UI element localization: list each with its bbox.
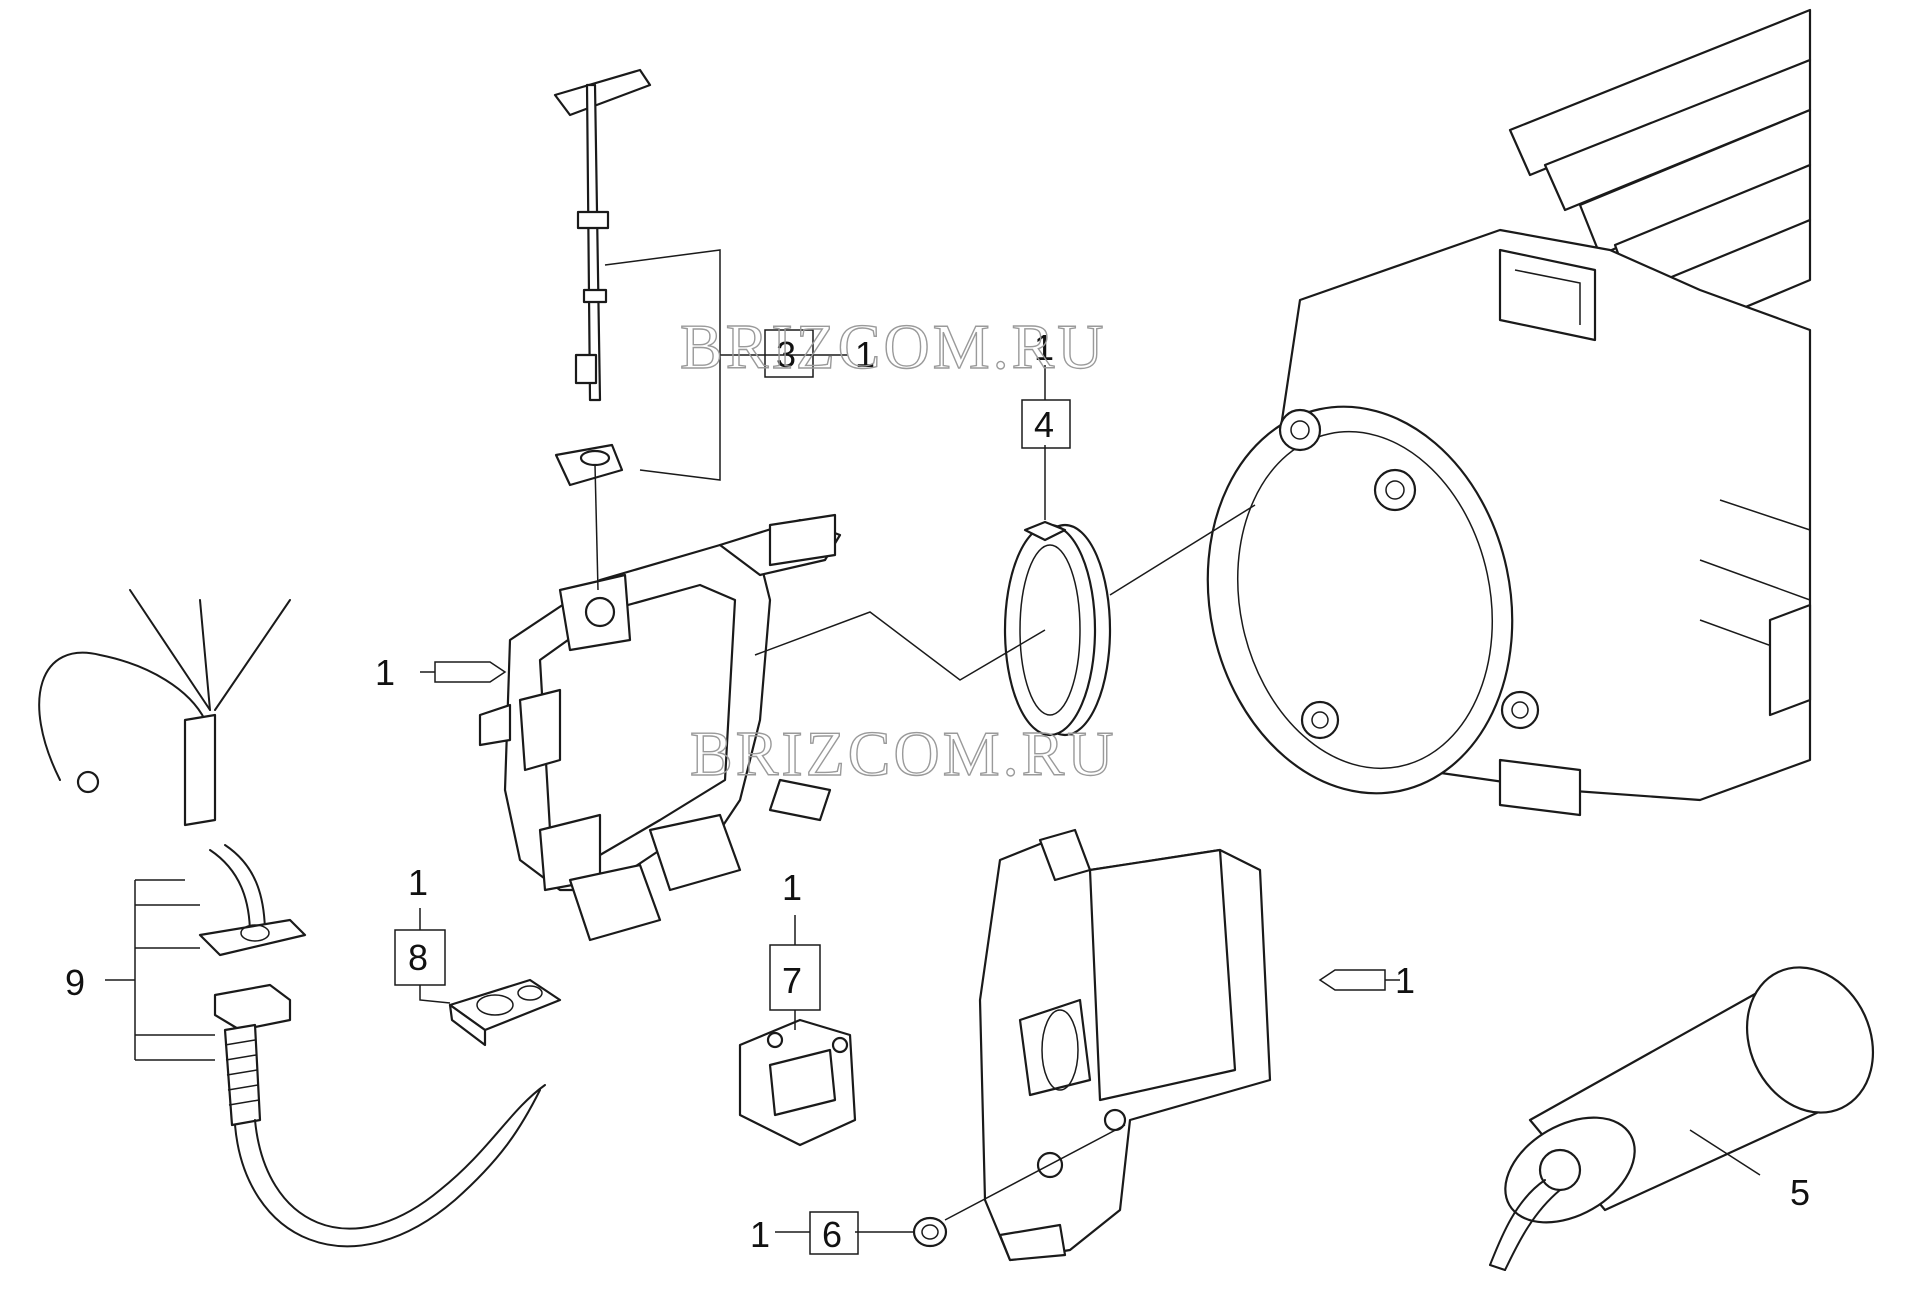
ring-seal	[1003, 520, 1112, 737]
callout-7-qty: 1	[782, 867, 802, 908]
callout-boxes	[394, 329, 1071, 1255]
callout-3: 3	[776, 334, 796, 375]
switch-housing-bracket	[478, 513, 842, 942]
callout-4-qty: 1	[1034, 327, 1054, 368]
callout-8: 8	[408, 937, 428, 978]
callout-3-qty: 1	[855, 334, 875, 375]
watermark-bottom: BRIZCOM.RU	[690, 718, 1117, 789]
switch-module	[978, 828, 1272, 1262]
capacitor	[1489, 966, 1875, 1271]
callout-6-qty: 1	[750, 1214, 770, 1255]
power-cable-assembly	[38, 589, 546, 1248]
callout-9: 9	[65, 962, 85, 1003]
callout-labels: 3 1 4 1 1 1 5 6 1 7 1 8 1 9	[65, 327, 1810, 1255]
watermarks: BRIZCOM.RU BRIZCOM.RU	[679, 310, 1117, 789]
motor-assembly	[1206, 8, 1812, 817]
watermark-top: BRIZCOM.RU	[680, 311, 1107, 382]
cable-clamp-plate	[448, 978, 562, 1047]
callout-6: 6	[822, 1214, 842, 1255]
callout-5: 5	[1790, 1172, 1810, 1213]
callout-1-module: 1	[1395, 960, 1415, 1001]
terminal-block	[738, 1018, 857, 1147]
callout-8-qty: 1	[408, 862, 428, 903]
leader-lines	[105, 249, 1761, 1233]
callout-4: 4	[1034, 404, 1054, 445]
nut	[912, 1216, 948, 1248]
callout-7: 7	[782, 960, 802, 1001]
callout-1-housing: 1	[375, 652, 395, 693]
shaft-rod	[553, 68, 652, 591]
